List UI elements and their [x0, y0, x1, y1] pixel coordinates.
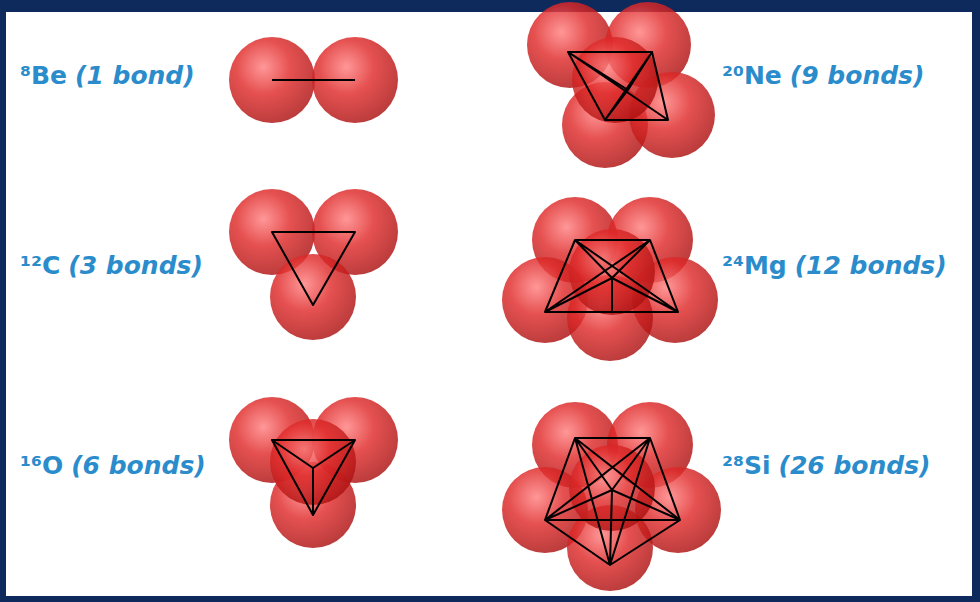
alpha-sphere	[270, 254, 356, 340]
bond-count: (12 bonds)	[795, 252, 947, 280]
isotope-name: ¹²C	[20, 252, 60, 280]
bond-count: (26 bonds)	[778, 452, 930, 480]
bond-count: (9 bonds)	[790, 62, 925, 90]
isotope-name: ¹⁶O	[20, 452, 63, 480]
bond-count: (3 bonds)	[68, 252, 203, 280]
bond-count: (6 bonds)	[71, 452, 206, 480]
slide-panel	[6, 12, 972, 596]
isotope-name: ²⁸Si	[722, 452, 770, 480]
bond-line	[272, 232, 355, 305]
isotope-name: ²⁰Ne	[722, 62, 782, 90]
bond-line	[568, 52, 668, 120]
bond-line	[545, 240, 678, 312]
bond-line	[272, 440, 355, 515]
isotope-name: ⁸Be	[20, 62, 67, 90]
bond-count: (1 bond)	[75, 62, 195, 90]
alpha-sphere	[572, 37, 658, 123]
isotope-name: ²⁴Mg	[722, 252, 787, 280]
bond-line	[272, 79, 355, 81]
bond-line	[545, 438, 680, 565]
